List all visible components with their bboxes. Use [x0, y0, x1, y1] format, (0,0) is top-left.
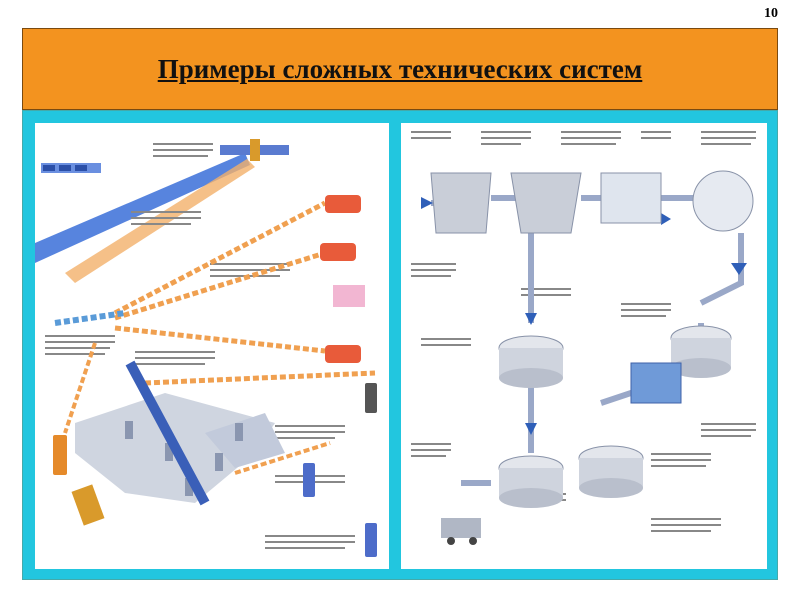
signal-beam [63, 342, 97, 434]
sedimentation-tank [510, 172, 582, 234]
sludge-truck-icon [441, 518, 481, 545]
water-treatment-illustration [401, 123, 767, 569]
aeration-tank [600, 172, 662, 224]
mobile-phone-icon [365, 523, 377, 557]
flow-arrow-icon [421, 197, 747, 435]
mobile-phone-icon [303, 463, 315, 497]
signal-beam [234, 441, 331, 475]
mobile-phone-icon [365, 383, 377, 413]
figure-frame [22, 110, 778, 580]
digester-tank [578, 445, 644, 498]
title-bar: Примеры сложных технических систем [22, 28, 778, 110]
desk-phone-icon [320, 195, 361, 363]
rotary-drum-filter [630, 362, 682, 404]
page-number: 10 [764, 6, 778, 21]
digital-signal-bar [41, 163, 101, 173]
primary-settling-tank [430, 172, 492, 234]
secondary-clarifier [692, 170, 754, 232]
ground-terrain [205, 413, 285, 468]
signal-beam [114, 325, 326, 354]
telecom-network-illustration [35, 123, 389, 569]
digital-block [71, 484, 105, 526]
slide-title: Примеры сложных технических систем [157, 53, 643, 84]
signal-beam [144, 370, 376, 386]
signal-beam [54, 310, 126, 326]
signal-beam [113, 200, 327, 316]
signal-beam [125, 360, 210, 506]
fax-icon [333, 285, 365, 307]
satellite-beam-orange [65, 159, 255, 283]
satellite-beam-blue [35, 153, 250, 263]
digester-tank [498, 335, 564, 388]
cell-tower-icon [125, 421, 243, 496]
digester-tank [498, 455, 564, 508]
satellite-icon [220, 139, 289, 161]
mobile-phone-icon [53, 435, 67, 475]
signal-beam [114, 250, 326, 321]
